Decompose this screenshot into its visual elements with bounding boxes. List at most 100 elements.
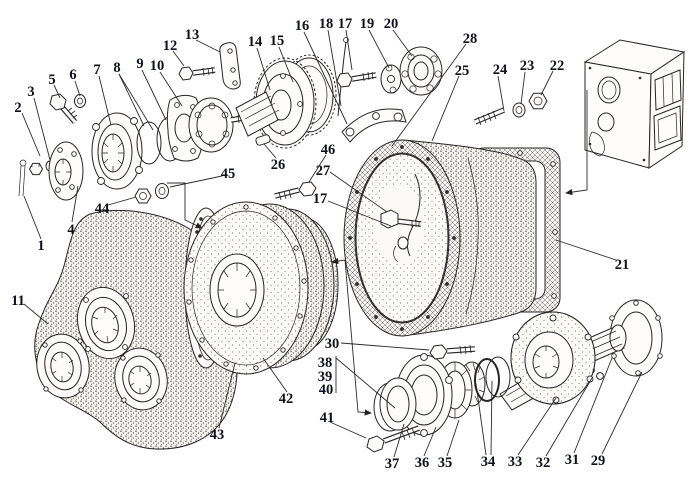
leader-line — [118, 73, 154, 131]
callout-45: 45 — [221, 166, 236, 182]
callout-46: 46 — [321, 142, 336, 158]
callout-26: 26 — [271, 157, 286, 173]
washer-45 — [155, 183, 169, 199]
callout-39: 39 — [318, 369, 333, 385]
callout-8: 8 — [113, 60, 120, 76]
hex-bolt-41 — [366, 425, 420, 453]
callout-23: 23 — [520, 58, 535, 74]
callout-18: 18 — [319, 16, 334, 32]
leader-line — [340, 342, 430, 351]
drum-rim-bolt-holes — [186, 204, 307, 371]
washer-23 — [512, 102, 526, 118]
lock-plate-19 — [380, 64, 402, 94]
leader-line — [74, 80, 81, 97]
leader-line — [71, 185, 79, 223]
callout-7: 7 — [93, 62, 100, 78]
drive-flange — [48, 141, 84, 201]
hex-bolt-46 — [274, 181, 317, 201]
leader-line — [555, 239, 617, 261]
callout-29: 29 — [591, 453, 606, 469]
hex-bolt-12 — [178, 66, 216, 81]
drum-splined-bore — [209, 253, 265, 327]
leader-line — [172, 50, 185, 67]
housing-opening-right — [114, 347, 168, 411]
leader-line — [393, 423, 405, 458]
leader-line — [218, 362, 236, 429]
leader-line — [263, 143, 277, 159]
leader-line — [545, 377, 593, 457]
callout-44: 44 — [95, 201, 110, 217]
housing-opening-left — [36, 333, 90, 399]
split-pin — [18, 159, 27, 197]
leader-line — [53, 84, 61, 99]
callout-20: 20 — [384, 16, 399, 32]
leader-line — [98, 75, 112, 126]
callout-17: 17 — [338, 16, 353, 32]
callout-22: 22 — [550, 58, 565, 74]
callout-9: 9 — [136, 56, 143, 72]
leader-line — [141, 69, 167, 121]
callout-38: 38 — [318, 355, 333, 371]
callout-28: 28 — [463, 31, 478, 47]
washer-6 — [74, 94, 86, 108]
assembly-direction-line — [565, 90, 588, 196]
leader-line — [540, 70, 554, 96]
leader-line — [345, 29, 353, 71]
callout-37: 37 — [385, 456, 400, 472]
callout-35: 35 — [438, 455, 453, 471]
leader-line — [517, 397, 557, 456]
callout-43: 43 — [210, 427, 225, 443]
callout-15: 15 — [270, 33, 285, 49]
housing-opening-top — [76, 286, 136, 360]
callout-24: 24 — [493, 62, 508, 78]
callout-25: 25 — [455, 63, 470, 79]
leader-line — [329, 421, 367, 439]
pinion-gear-set — [235, 54, 337, 149]
leader-line — [431, 75, 460, 142]
leader-line — [23, 303, 49, 325]
callout-41: 41 — [320, 410, 335, 426]
nut-22 — [528, 92, 548, 110]
mounting-bracket-16 — [341, 108, 407, 143]
callout-42: 42 — [279, 391, 294, 407]
leader-line — [391, 43, 467, 147]
leader-line — [520, 71, 526, 105]
assembly-direction-line — [331, 257, 372, 416]
callout-30: 30 — [325, 336, 340, 352]
splined-coupling-7 — [91, 112, 143, 190]
leader-line — [118, 73, 145, 127]
callout-16: 16 — [295, 18, 310, 34]
leader-line — [329, 171, 388, 213]
leader-line — [262, 357, 288, 393]
callout-13: 13 — [185, 27, 200, 43]
leader-line — [475, 383, 487, 456]
hex-bolt-5 — [49, 93, 78, 124]
callout-40: 40 — [319, 382, 334, 398]
callout-1: 1 — [37, 238, 44, 254]
callout-34: 34 — [481, 454, 496, 470]
ball-bearing-20 — [399, 46, 443, 96]
leader-line — [107, 196, 137, 206]
leader-line — [278, 46, 294, 83]
support-bracket-13 — [219, 42, 241, 90]
leader-line — [33, 97, 51, 161]
leader-line — [327, 200, 392, 227]
callout-27: 27 — [316, 163, 331, 179]
leader-line — [335, 357, 396, 409]
brake-drum-housing — [183, 201, 339, 375]
leader-line — [303, 31, 348, 125]
callout-32: 32 — [536, 455, 551, 471]
axle-shaft-flange-33 — [499, 311, 596, 411]
flange-gasket-29 — [609, 299, 663, 377]
assembly-direction-line — [167, 182, 203, 229]
leader-line — [446, 419, 460, 457]
leader-line — [392, 29, 413, 57]
seal-retainer-rings-37-40 — [373, 377, 417, 432]
callout-2: 2 — [14, 100, 21, 116]
callout-11: 11 — [11, 293, 25, 309]
castle-nut — [28, 162, 44, 176]
callout-5: 5 — [48, 72, 55, 88]
woodruff-key-26 — [255, 134, 271, 146]
